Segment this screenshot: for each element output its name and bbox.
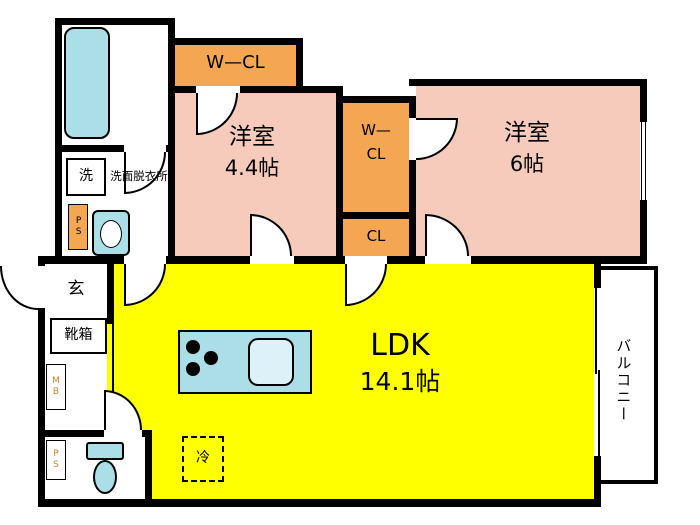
closet-label: CL [366,226,386,245]
wall-bottom [38,499,601,507]
stove-burner-2 [186,362,200,376]
wall-wcl-top-top [168,38,303,45]
bedroom-b-door-gap [425,256,471,264]
bath-door-leaf [124,152,126,194]
wall-main-horizontal [38,256,647,264]
wall-wcl-mid-right [409,96,416,264]
shoe-cabinet-label: 靴箱 [64,327,93,344]
ldk-size: 14.1帖 [359,367,441,397]
wall-bath-top [55,18,175,25]
meter-box-label: MB [51,376,61,398]
wall-balcony-bottom [594,480,658,484]
pipe-space-bottom-box: PS [46,440,66,480]
toilet-door-leaf [104,390,106,430]
wall-balcony-right [654,266,658,484]
wcl-top-label: W—CL [206,51,265,73]
wall-bedroom-a-right [336,86,343,264]
shoe-cabinet-box: 靴箱 [50,318,107,354]
closet-door-leaf [345,264,347,306]
bedroom-b-window-gap [640,122,647,200]
bedroom-b-window-line-outer [641,122,642,200]
washroom-door-gap [124,256,166,264]
wall-balcony-top [594,266,658,270]
wall-toilet-right [145,430,152,507]
bedroom-a-door-gap [250,256,294,264]
bedroom-a-door-leaf [250,214,252,256]
bathtub [64,27,110,139]
wcl-mid-line2: CL [366,144,386,163]
wall-entry-left [38,256,45,507]
toilet-tank [86,442,124,460]
toilet-door-gap [104,430,142,437]
refrigerator-box: 冷 [182,436,224,482]
front-door-gap [38,266,45,308]
bedroom-b-door-leaf [425,214,427,256]
stove-burner-3 [204,351,218,365]
wcl-mid-door-leaf [416,118,458,120]
wall-wcl-cl-divider [336,212,416,219]
front-door-arc [0,266,38,310]
balcony-sliding-panel-1 [595,288,597,374]
wall-bedroom-a-top [168,86,343,93]
stove-burner-1 [186,340,200,354]
wcl-mid-door-gap [409,118,416,160]
pipe-space-top-box: PS [68,204,88,250]
kitchen-sink [248,338,294,386]
wall-bath-left [55,18,62,263]
balcony-window-gap [594,288,601,456]
bedroom-b-name: 洋室 [504,119,550,146]
wall-bedroom-b-top [409,79,647,86]
refrigerator-label: 冷 [196,450,210,467]
wall-bath-washroom [55,145,175,152]
pipe-space-top-label: PS [73,216,84,238]
wall-wcl-top-right [296,38,303,93]
room-wcl-top [175,45,296,86]
closet-door-gap [345,256,387,264]
wall-hall-ldk [107,256,114,324]
balcony-sliding-panel-2 [598,370,600,456]
wcl-top-door-gap [196,86,240,93]
balcony-label-text: バルコニー [614,337,633,423]
bedroom-b-window-line-inner [645,122,646,200]
wall-wcl-mid-top [336,96,416,103]
bath-door-gap [124,145,166,152]
washing-machine-box: 洗 [66,158,106,196]
wall-toilet-top [38,430,152,437]
pipe-space-bottom-label: PS [51,449,61,471]
washing-machine-label: 洗 [79,168,93,185]
toilet-bowl [93,460,117,494]
hall-step-line [112,324,114,430]
wcl-mid-line1: W— [361,120,391,139]
washroom-label: 洗面脱衣所 [110,168,168,183]
wash-basin-bowl [100,220,122,248]
balcony-label: バルコニー [608,298,638,462]
bedroom-a-size: 4.4帖 [224,155,280,180]
ldk-name: LDK [370,328,430,364]
room-wcl-mid [343,103,409,212]
wall-bath-right [168,18,175,263]
entrance-label: 玄 [67,279,85,300]
wcl-top-door-leaf [196,93,198,135]
bedroom-a-name: 洋室 [229,123,275,150]
bedroom-b-size: 6帖 [509,151,545,176]
meter-box: MB [46,364,66,410]
washroom-door-leaf [124,264,126,306]
